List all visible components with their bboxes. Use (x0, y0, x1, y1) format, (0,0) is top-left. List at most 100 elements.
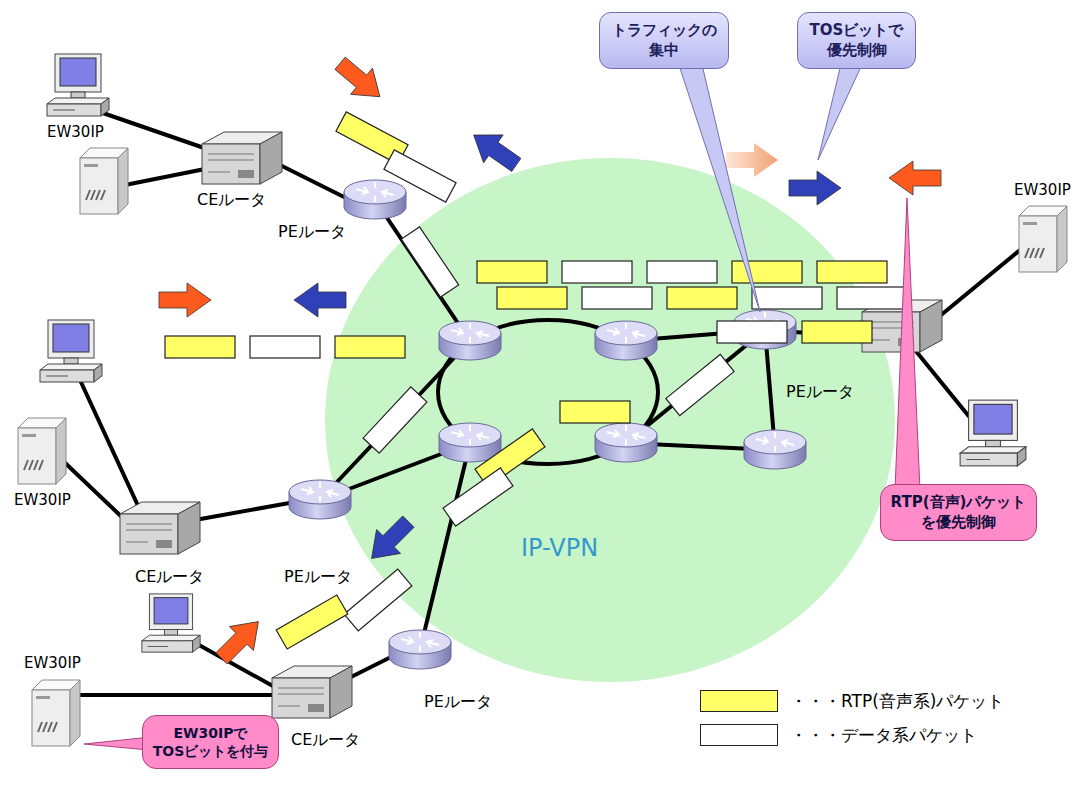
flow-arrow (464, 121, 526, 179)
callout-tail (84, 56, 920, 752)
callout-bubble: トラフィックの 集中 (599, 12, 729, 69)
ew30ip-server (18, 148, 1067, 746)
router-icon (595, 423, 657, 462)
router-icon (744, 430, 806, 469)
callout-text: EW30IPで TOSビットを付与 (151, 724, 270, 760)
packet (250, 336, 320, 358)
flow-arrow (726, 143, 778, 177)
network-wire (438, 320, 658, 464)
device-label: EW30IP (14, 491, 71, 509)
packet (562, 261, 632, 283)
terminal-pc (47, 54, 109, 116)
device-label: EW30IP (1014, 181, 1071, 199)
packet (401, 227, 458, 297)
router-icon (439, 423, 501, 462)
router-icon (595, 321, 657, 360)
packet (477, 261, 547, 283)
device-label: CEルータ (197, 190, 266, 209)
device-label: PEルータ (284, 567, 352, 586)
flow-arrow (329, 50, 391, 109)
packet (363, 387, 427, 453)
legend-swatch (700, 690, 778, 712)
packet (667, 287, 737, 309)
network-wire (420, 443, 470, 650)
packet (582, 287, 652, 309)
device-label: PEルータ (424, 692, 492, 711)
packet (165, 336, 235, 358)
packet (817, 261, 887, 283)
callout-tail (818, 60, 864, 160)
terminal-pc (960, 400, 1026, 466)
packet (647, 261, 717, 283)
terminal-pc (40, 54, 1026, 652)
ce-router-icon (202, 132, 282, 184)
device-label: CEルータ (291, 730, 360, 749)
device-label: EW30IP (24, 654, 81, 672)
packet (165, 112, 907, 649)
flow-arrow (360, 510, 421, 571)
region-label: IP-VPN (521, 534, 598, 563)
network-wire (935, 250, 1020, 320)
device-label: EW30IP (47, 123, 104, 141)
packet (276, 595, 348, 649)
device-label: PEルータ (786, 382, 854, 401)
terminal-pc (142, 594, 200, 652)
legend-text: ・・・RTP(音声系)パケット (790, 691, 1004, 711)
callout-bubble: RTP(音声)パケット を優先制御 (880, 484, 1037, 541)
callout-bubble: TOSビットで 優先制御 (797, 12, 916, 69)
packet (384, 150, 456, 202)
flow-arrow (294, 283, 346, 317)
network-wire (78, 693, 275, 697)
packet (335, 336, 405, 358)
ce-router-icon (272, 666, 352, 718)
router-icon (389, 630, 451, 669)
ew30ip-server (32, 680, 80, 746)
callout-tail (676, 56, 760, 312)
callout-text: TOSビットで 優先制御 (808, 21, 905, 60)
callout-bubble: EW30IPで TOSビットを付与 (142, 715, 279, 769)
legend-swatch (700, 724, 778, 746)
packet (802, 321, 872, 343)
router-icon (289, 180, 806, 669)
router-icon (439, 321, 501, 360)
packet (717, 321, 787, 343)
ip-vpn-region (325, 158, 895, 682)
flow-arrow (210, 610, 271, 671)
network-wire (280, 165, 350, 200)
callout-text: RTP(音声)パケット を優先制御 (889, 493, 1028, 532)
flow-arrow (159, 50, 941, 670)
flow-arrow (789, 171, 841, 205)
network-wire (62, 112, 1020, 695)
network-wire (100, 112, 210, 150)
packet (837, 287, 907, 309)
network-wire (125, 168, 210, 185)
packet (732, 261, 802, 283)
callout-text: トラフィックの 集中 (610, 21, 718, 60)
packet (443, 468, 513, 526)
flow-arrow (889, 161, 941, 195)
ew30ip-server (18, 418, 66, 484)
callout-tail (895, 198, 920, 490)
legend-text: ・・・データ系パケット (790, 725, 977, 745)
packet (752, 287, 822, 309)
network-wire (375, 200, 470, 341)
network-wire (80, 380, 140, 510)
flow-arrow (159, 283, 211, 317)
device-label: CEルータ (135, 567, 204, 586)
ew30ip-server (80, 148, 128, 214)
terminal-pc (40, 320, 102, 382)
ce-router-icon (120, 132, 942, 718)
device-label: PEルータ (278, 222, 346, 241)
ce-router-icon (120, 502, 200, 554)
network-wire (320, 341, 470, 500)
packet (666, 354, 734, 415)
network-wire (195, 502, 295, 520)
router-icon (289, 480, 351, 519)
packet (497, 287, 567, 309)
network-wire (62, 460, 125, 520)
packet (344, 569, 412, 631)
router-icon (344, 180, 406, 219)
ew30ip-server (1019, 206, 1067, 272)
